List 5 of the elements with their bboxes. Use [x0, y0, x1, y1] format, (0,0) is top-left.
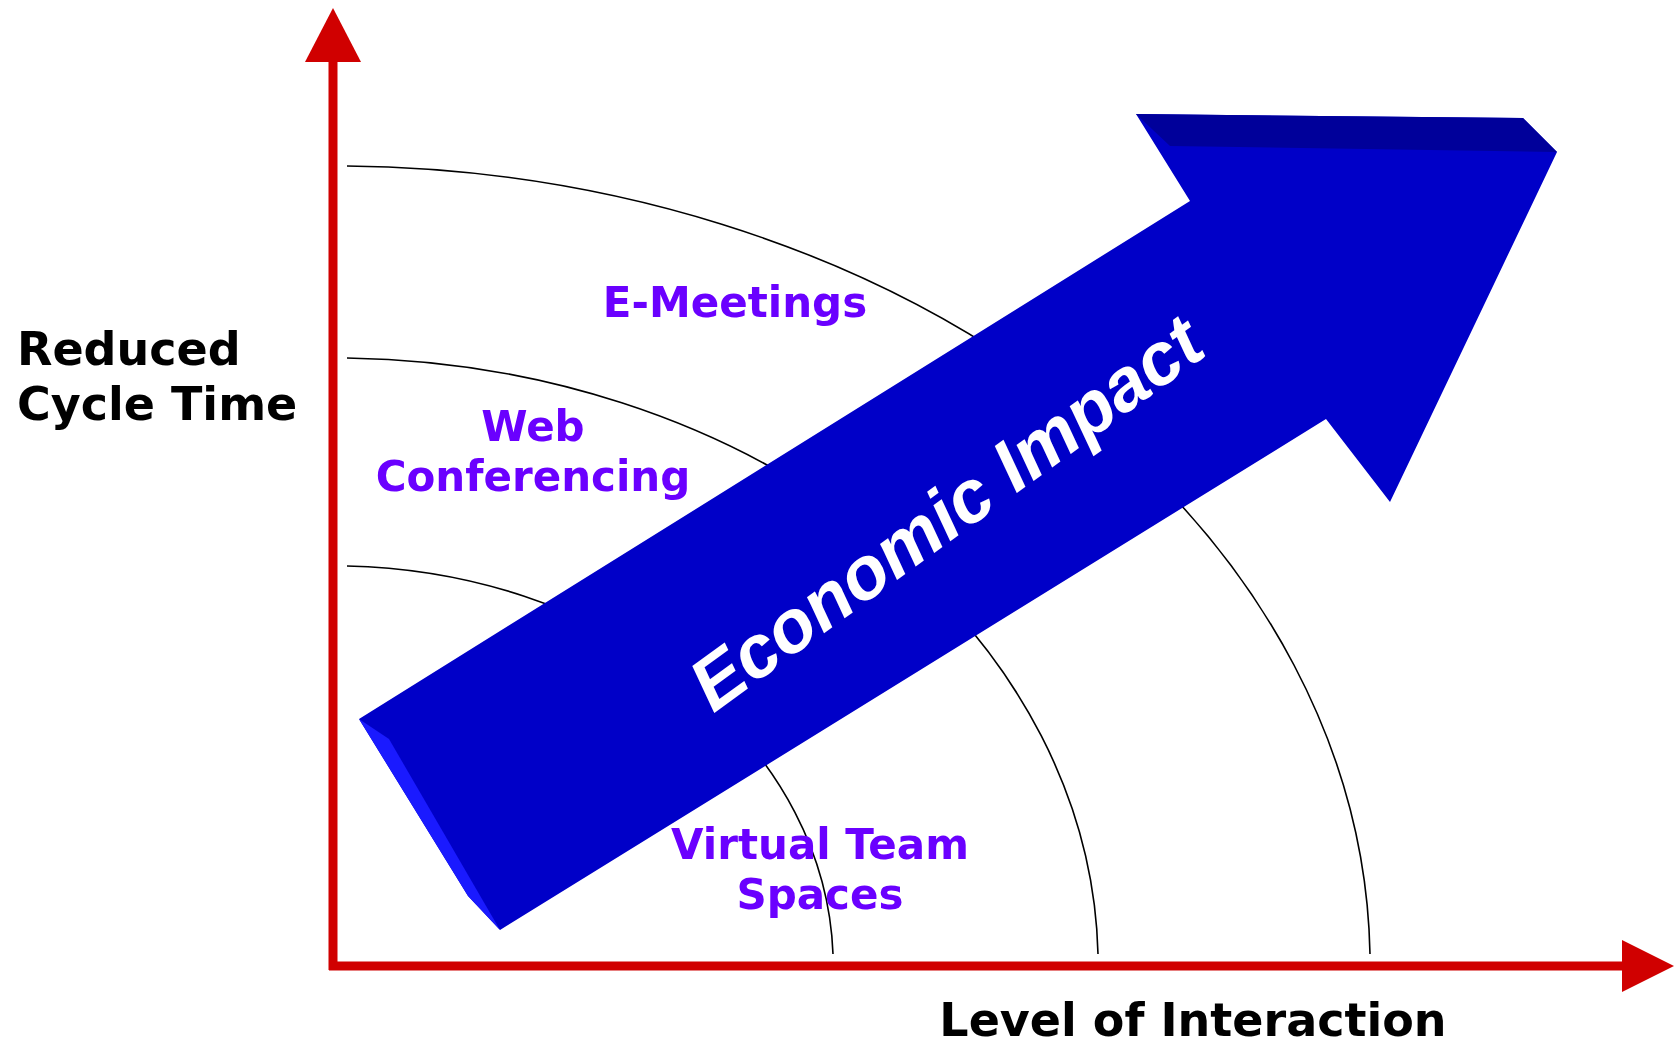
axis-title: Reduced Cycle Time — [17, 322, 299, 433]
block-arrow — [359, 114, 1557, 930]
region-label: E-Meetings — [601, 278, 869, 329]
axis-title: Level of Interaction — [938, 993, 1448, 1047]
region-label: Web Conferencing — [374, 402, 692, 503]
